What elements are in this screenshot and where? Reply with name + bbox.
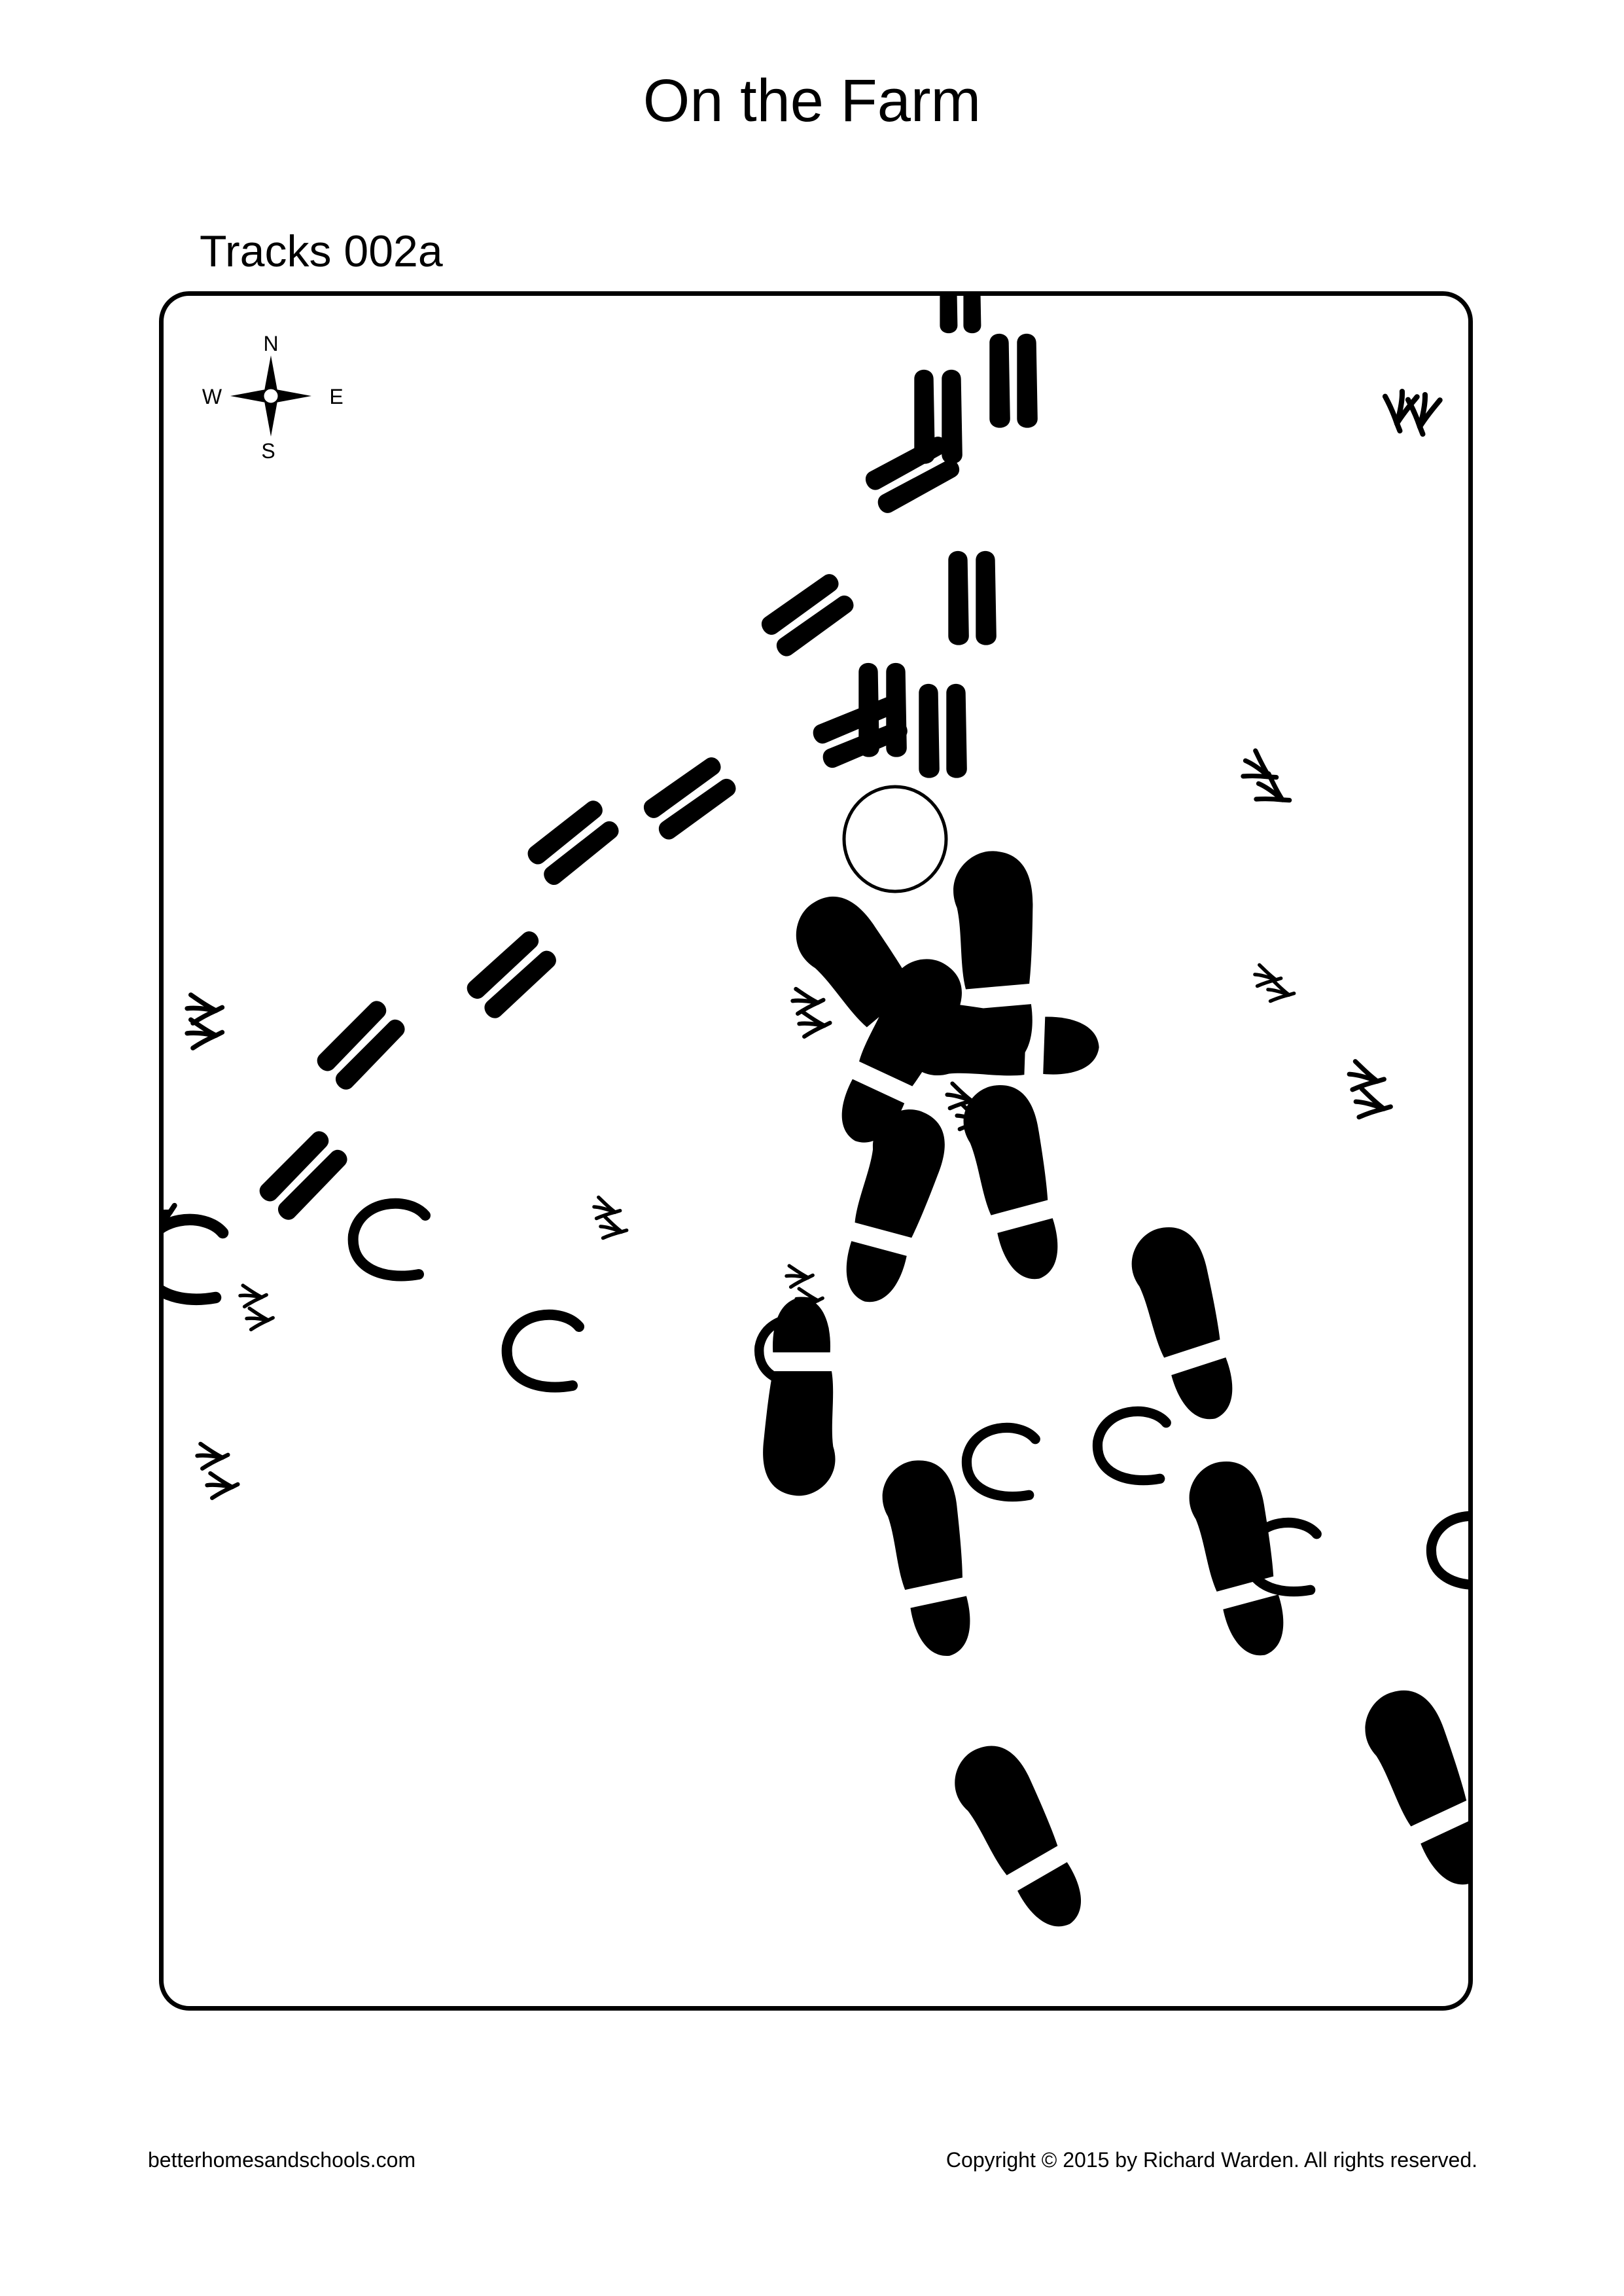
bird-print-icon xyxy=(800,1012,830,1037)
horseshoe-print-icon xyxy=(507,1315,579,1388)
compass-rose-icon xyxy=(230,355,311,437)
compass-south-label: S xyxy=(261,439,275,463)
hoof-print-icon xyxy=(948,550,997,645)
bird-print-icon xyxy=(786,1266,813,1287)
bird-print-icon xyxy=(793,989,824,1014)
hoof-print-icon xyxy=(313,997,410,1094)
worksheet-subtitle: Tracks 002a xyxy=(200,226,443,276)
hoof-print-icon xyxy=(989,333,1038,428)
footer-copyright: Copyright © 2015 by Richard Warden. All … xyxy=(945,2148,1477,2172)
hoof-print-icon xyxy=(524,797,624,889)
horseshoe-print-icon xyxy=(966,1427,1035,1496)
compass-east-label: E xyxy=(329,385,343,408)
bird-print-icon xyxy=(240,1285,266,1306)
footer-website: betterhomesandschools.com xyxy=(148,2148,416,2172)
bird-print-icon xyxy=(247,1308,273,1329)
horseshoe-print-icon xyxy=(353,1204,425,1276)
hoof-print-icon xyxy=(940,296,981,334)
hoof-print-icon xyxy=(640,753,740,843)
bird-print-icon xyxy=(207,1473,238,1498)
boot-print-icon xyxy=(1122,1217,1252,1429)
bird-print-icon xyxy=(1347,1061,1386,1095)
compass-north-label: N xyxy=(263,332,278,355)
horseshoe-print-icon xyxy=(164,1219,223,1299)
hoof-print-icon xyxy=(919,683,967,778)
boot-print-icon xyxy=(1181,1453,1303,1664)
bird-print-icon xyxy=(1405,393,1441,435)
bird-print-icon xyxy=(1353,1088,1392,1122)
page-title: On the Farm xyxy=(643,67,981,134)
bird-print-icon xyxy=(198,1444,228,1469)
boot-print-icon xyxy=(1352,1678,1468,1898)
hoof-print-icon xyxy=(256,1127,352,1224)
horseshoe-print-icon xyxy=(1431,1516,1468,1585)
boot-print-icon xyxy=(955,1077,1077,1287)
compass-west-label: W xyxy=(202,385,222,408)
boot-print-icon xyxy=(899,1001,1101,1081)
tracks-panel: N S E W xyxy=(159,291,1473,2011)
hoof-print-icon xyxy=(758,570,858,660)
bird-print-icon xyxy=(1266,980,1296,1005)
boot-print-icon xyxy=(941,1732,1103,1941)
horseshoe-print-icon xyxy=(1097,1411,1166,1480)
circle-marker-icon xyxy=(842,785,948,893)
bird-print-icon xyxy=(599,1217,628,1242)
hoof-print-icon xyxy=(463,927,561,1022)
